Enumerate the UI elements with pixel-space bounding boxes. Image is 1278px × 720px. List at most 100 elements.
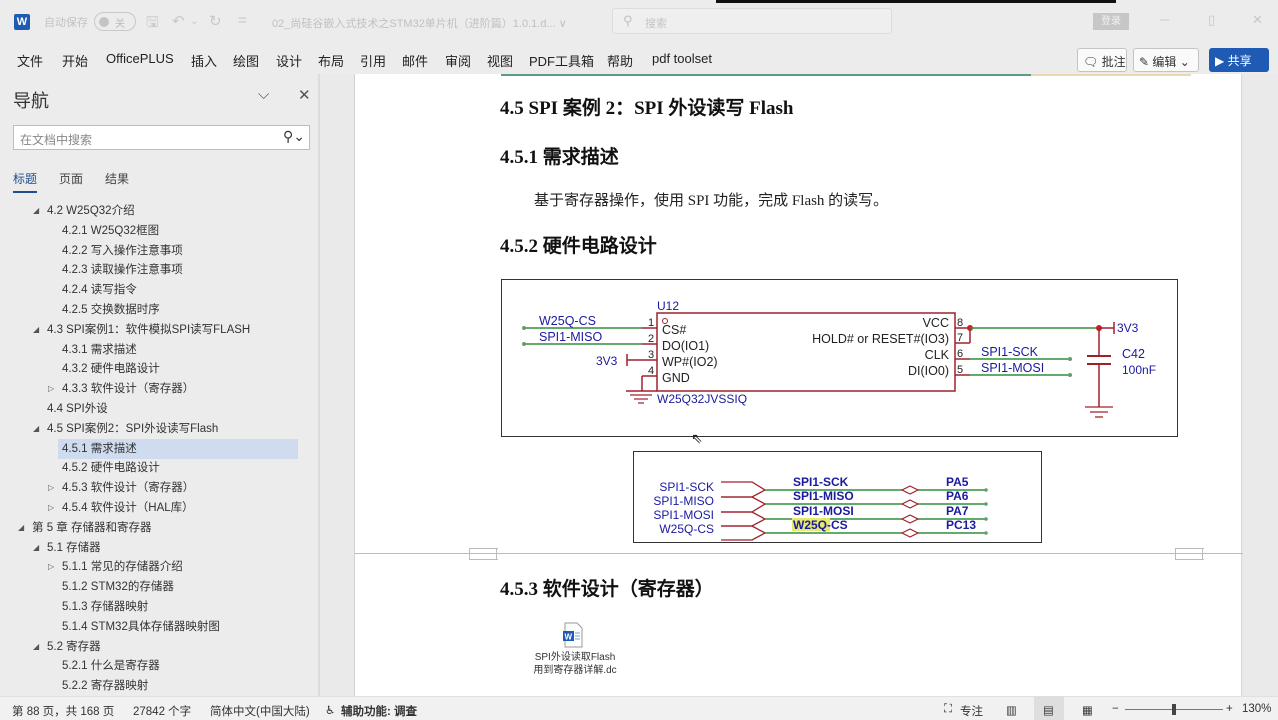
close-icon[interactable]: ✕ [1252, 12, 1263, 27]
svg-text:SPI1-SCK: SPI1-SCK [793, 475, 849, 489]
expanded-arrow-icon[interactable]: ◢ [33, 542, 40, 552]
minimize-icon[interactable]: ─ [1160, 12, 1170, 27]
print-layout-icon[interactable]: ▤ [1043, 705, 1054, 717]
nav-tab-results[interactable]: 结果 [105, 172, 130, 186]
nav-tree-item[interactable]: 4.2.2 写入操作注意事项 [0, 241, 310, 261]
tab-home[interactable]: 开始 [62, 54, 89, 69]
page-count[interactable]: 第 88 页，共 168 页 [12, 706, 115, 718]
nav-tree-item[interactable]: ◢ 5.1 存储器 [0, 538, 310, 558]
collapsed-arrow-icon[interactable]: ▷ [48, 562, 55, 572]
mouse-cursor: ⇖ [691, 430, 703, 446]
nav-tree-item[interactable]: ▷4.5.3 软件设计（寄存器） [0, 478, 310, 498]
web-layout-icon[interactable]: ▦ [1082, 705, 1093, 717]
zoom-in-button[interactable]: + [1226, 703, 1233, 715]
nav-search-input[interactable]: 在文档中搜索 ⚲⌄ [13, 125, 310, 150]
zoom-level[interactable]: 130% [1242, 703, 1272, 715]
nav-tree-item[interactable]: 5.1.3 存储器映射 [0, 597, 310, 617]
nav-tree-item-label: 5.2 寄存器 [47, 640, 101, 653]
svg-text:WP#(IO2): WP#(IO2) [662, 355, 718, 369]
heading-4-5: 4.5 SPI 案例 2：SPI 外设读写 Flash [500, 98, 794, 119]
title-search-box[interactable]: ⚲ 搜索 [612, 8, 892, 34]
nav-tree-item-label: 4.2.5 交换数据时序 [62, 304, 160, 316]
document-area: 4.5 SPI 案例 2：SPI 外设读写 Flash 4.5.1 需求描述 基… [320, 74, 1278, 696]
zoom-slider-thumb[interactable] [1172, 704, 1176, 715]
tab-mailings[interactable]: 邮件 [402, 54, 429, 69]
close-icon[interactable]: ✕ [298, 87, 311, 104]
nav-tree-item[interactable]: 5.1.4 STM32具体存储器映射图 [0, 617, 310, 637]
tab-draw[interactable]: 绘图 [233, 54, 260, 69]
nav-tree-item[interactable]: 4.4 SPI外设 [0, 399, 310, 419]
svg-text:6: 6 [957, 348, 963, 360]
nav-tab-pages[interactable]: 页面 [59, 172, 84, 186]
chevron-down-icon[interactable]: ⌵ [258, 86, 270, 103]
nav-tree-item[interactable]: 4.3.1 需求描述 [0, 340, 310, 360]
nav-tree-item[interactable]: ▷5.1.1 常见的存储器介绍 [0, 557, 310, 577]
focus-mode-button[interactable]: 专注 [960, 706, 983, 718]
collapsed-arrow-icon[interactable]: ▷ [48, 384, 55, 394]
tab-design[interactable]: 设计 [276, 54, 303, 69]
nav-tree-item[interactable]: 4.2.3 读取操作注意事项 [0, 260, 310, 280]
tab-layout[interactable]: 布局 [318, 54, 345, 69]
nav-tree-item-label: 4.2.1 W25Q32框图 [62, 224, 160, 237]
nav-tree-item[interactable]: ◢第 5 章 存储器和寄存器 [0, 518, 310, 538]
pane-divider[interactable] [318, 74, 320, 696]
nav-tree-item[interactable]: ▷4.5.4 软件设计（HAL库） [0, 498, 310, 518]
nav-tree-item[interactable]: ◢ 4.5 SPI案例2：SPI外设读写Flash [0, 419, 310, 439]
search-icon[interactable]: ⚲⌄ [283, 128, 305, 144]
editing-button[interactable]: ✎ 编辑 ⌄ [1133, 48, 1199, 72]
tab-view[interactable]: 视图 [487, 54, 514, 69]
nav-tree-item[interactable]: 4.5.2 硬件电路设计 [0, 458, 310, 478]
expanded-arrow-icon[interactable]: ◢ [18, 522, 25, 532]
tab-references[interactable]: 引用 [360, 54, 387, 69]
collapsed-arrow-icon[interactable]: ▷ [48, 503, 55, 512]
tab-pdf-toolbox[interactable]: PDF工具箱 [529, 54, 595, 69]
tab-officeplus[interactable]: OfficePLUS [106, 51, 174, 66]
nav-tab-headings[interactable]: 标题 [13, 172, 38, 186]
nav-tree-item[interactable]: 5.2.2 寄存器映射 [0, 676, 310, 696]
login-button[interactable]: 登录 [1093, 13, 1129, 30]
maximize-icon[interactable]: ▯ [1208, 12, 1216, 27]
nav-tree-item[interactable]: 5.2.1 什么是寄存器 [0, 656, 310, 676]
zoom-out-button[interactable]: − [1112, 703, 1119, 715]
tab-help[interactable]: 帮助 [607, 54, 634, 69]
nav-tree-item[interactable]: ◢4.3 SPI案例1：软件模拟SPI读写FLASH [0, 320, 310, 340]
autosave-toggle[interactable]: 关 [94, 12, 136, 31]
customize-toolbar-icon[interactable]: = [238, 12, 247, 29]
nav-tree-item-label: 4.5 SPI案例2：SPI外设读写Flash [47, 422, 219, 435]
comment-button[interactable]: 🗨 批注 [1077, 48, 1127, 72]
collapsed-arrow-icon[interactable]: ▷ [48, 483, 55, 493]
nav-tree-item[interactable]: 4.5.1 需求描述 [58, 438, 298, 459]
nav-tree-item[interactable]: 4.2.5 交换数据时序 [0, 300, 310, 320]
word-count[interactable]: 27842 个字 [133, 706, 192, 718]
nav-tree-item[interactable]: 5.1.2 STM32的存储器 [0, 577, 310, 597]
nav-tree-item[interactable]: ▷4.3.3 软件设计（寄存器） [0, 379, 310, 399]
redo-icon[interactable]: ↻ [209, 13, 222, 30]
expanded-arrow-icon[interactable]: ◢ [33, 423, 40, 433]
tab-pdf-toolset[interactable]: pdf toolset [652, 51, 712, 66]
undo-dropdown-icon[interactable]: ⌄ [190, 16, 199, 27]
nav-tree-item-label: 5.1 存储器 [47, 541, 101, 554]
save-icon[interactable]: 🖫 [146, 14, 159, 31]
language-indicator[interactable]: 简体中文(中国大陆) [210, 706, 310, 718]
nav-tree-item[interactable]: ◢ 5.2 寄存器 [0, 637, 310, 657]
accessibility-status[interactable]: 辅助功能: 调查 [341, 706, 418, 718]
undo-icon[interactable]: ↶ [172, 13, 185, 30]
nav-tree-item-label: 5.2.1 什么是寄存器 [62, 660, 160, 673]
nav-tree-item[interactable]: ◢4.2 W25Q32介绍 [0, 201, 310, 221]
nav-tree-item-label: 5.1.4 STM32具体存储器映射图 [62, 620, 220, 633]
tab-review[interactable]: 审阅 [445, 54, 472, 69]
expanded-arrow-icon[interactable]: ◢ [33, 641, 40, 651]
nav-tree-item[interactable]: 4.2.4 读写指令 [0, 280, 310, 300]
status-bar: 第 88 页，共 168 页 27842 个字 简体中文(中国大陆) ♿︎ 辅助… [0, 696, 1278, 720]
tab-insert[interactable]: 插入 [191, 54, 218, 69]
heading-4-5-2: 4.5.2 硬件电路设计 [500, 236, 657, 257]
read-mode-icon[interactable]: ▥ [1006, 705, 1017, 717]
toggle-knob [99, 17, 109, 27]
nav-tree-item[interactable]: 4.2.1 W25Q32框图 [0, 221, 310, 241]
expanded-arrow-icon[interactable]: ◢ [33, 324, 40, 334]
nav-tree-item[interactable]: 4.3.2 硬件电路设计 [0, 359, 310, 379]
document-title[interactable]: 02_尚硅谷嵌入式技术之STM32单片机（进阶篇）1.0.1.d... ∨ [272, 18, 567, 30]
tab-file[interactable]: 文件 [17, 54, 44, 69]
expanded-arrow-icon[interactable]: ◢ [33, 206, 40, 215]
share-button[interactable]: ▶ 共享 ⌄ [1209, 48, 1269, 83]
